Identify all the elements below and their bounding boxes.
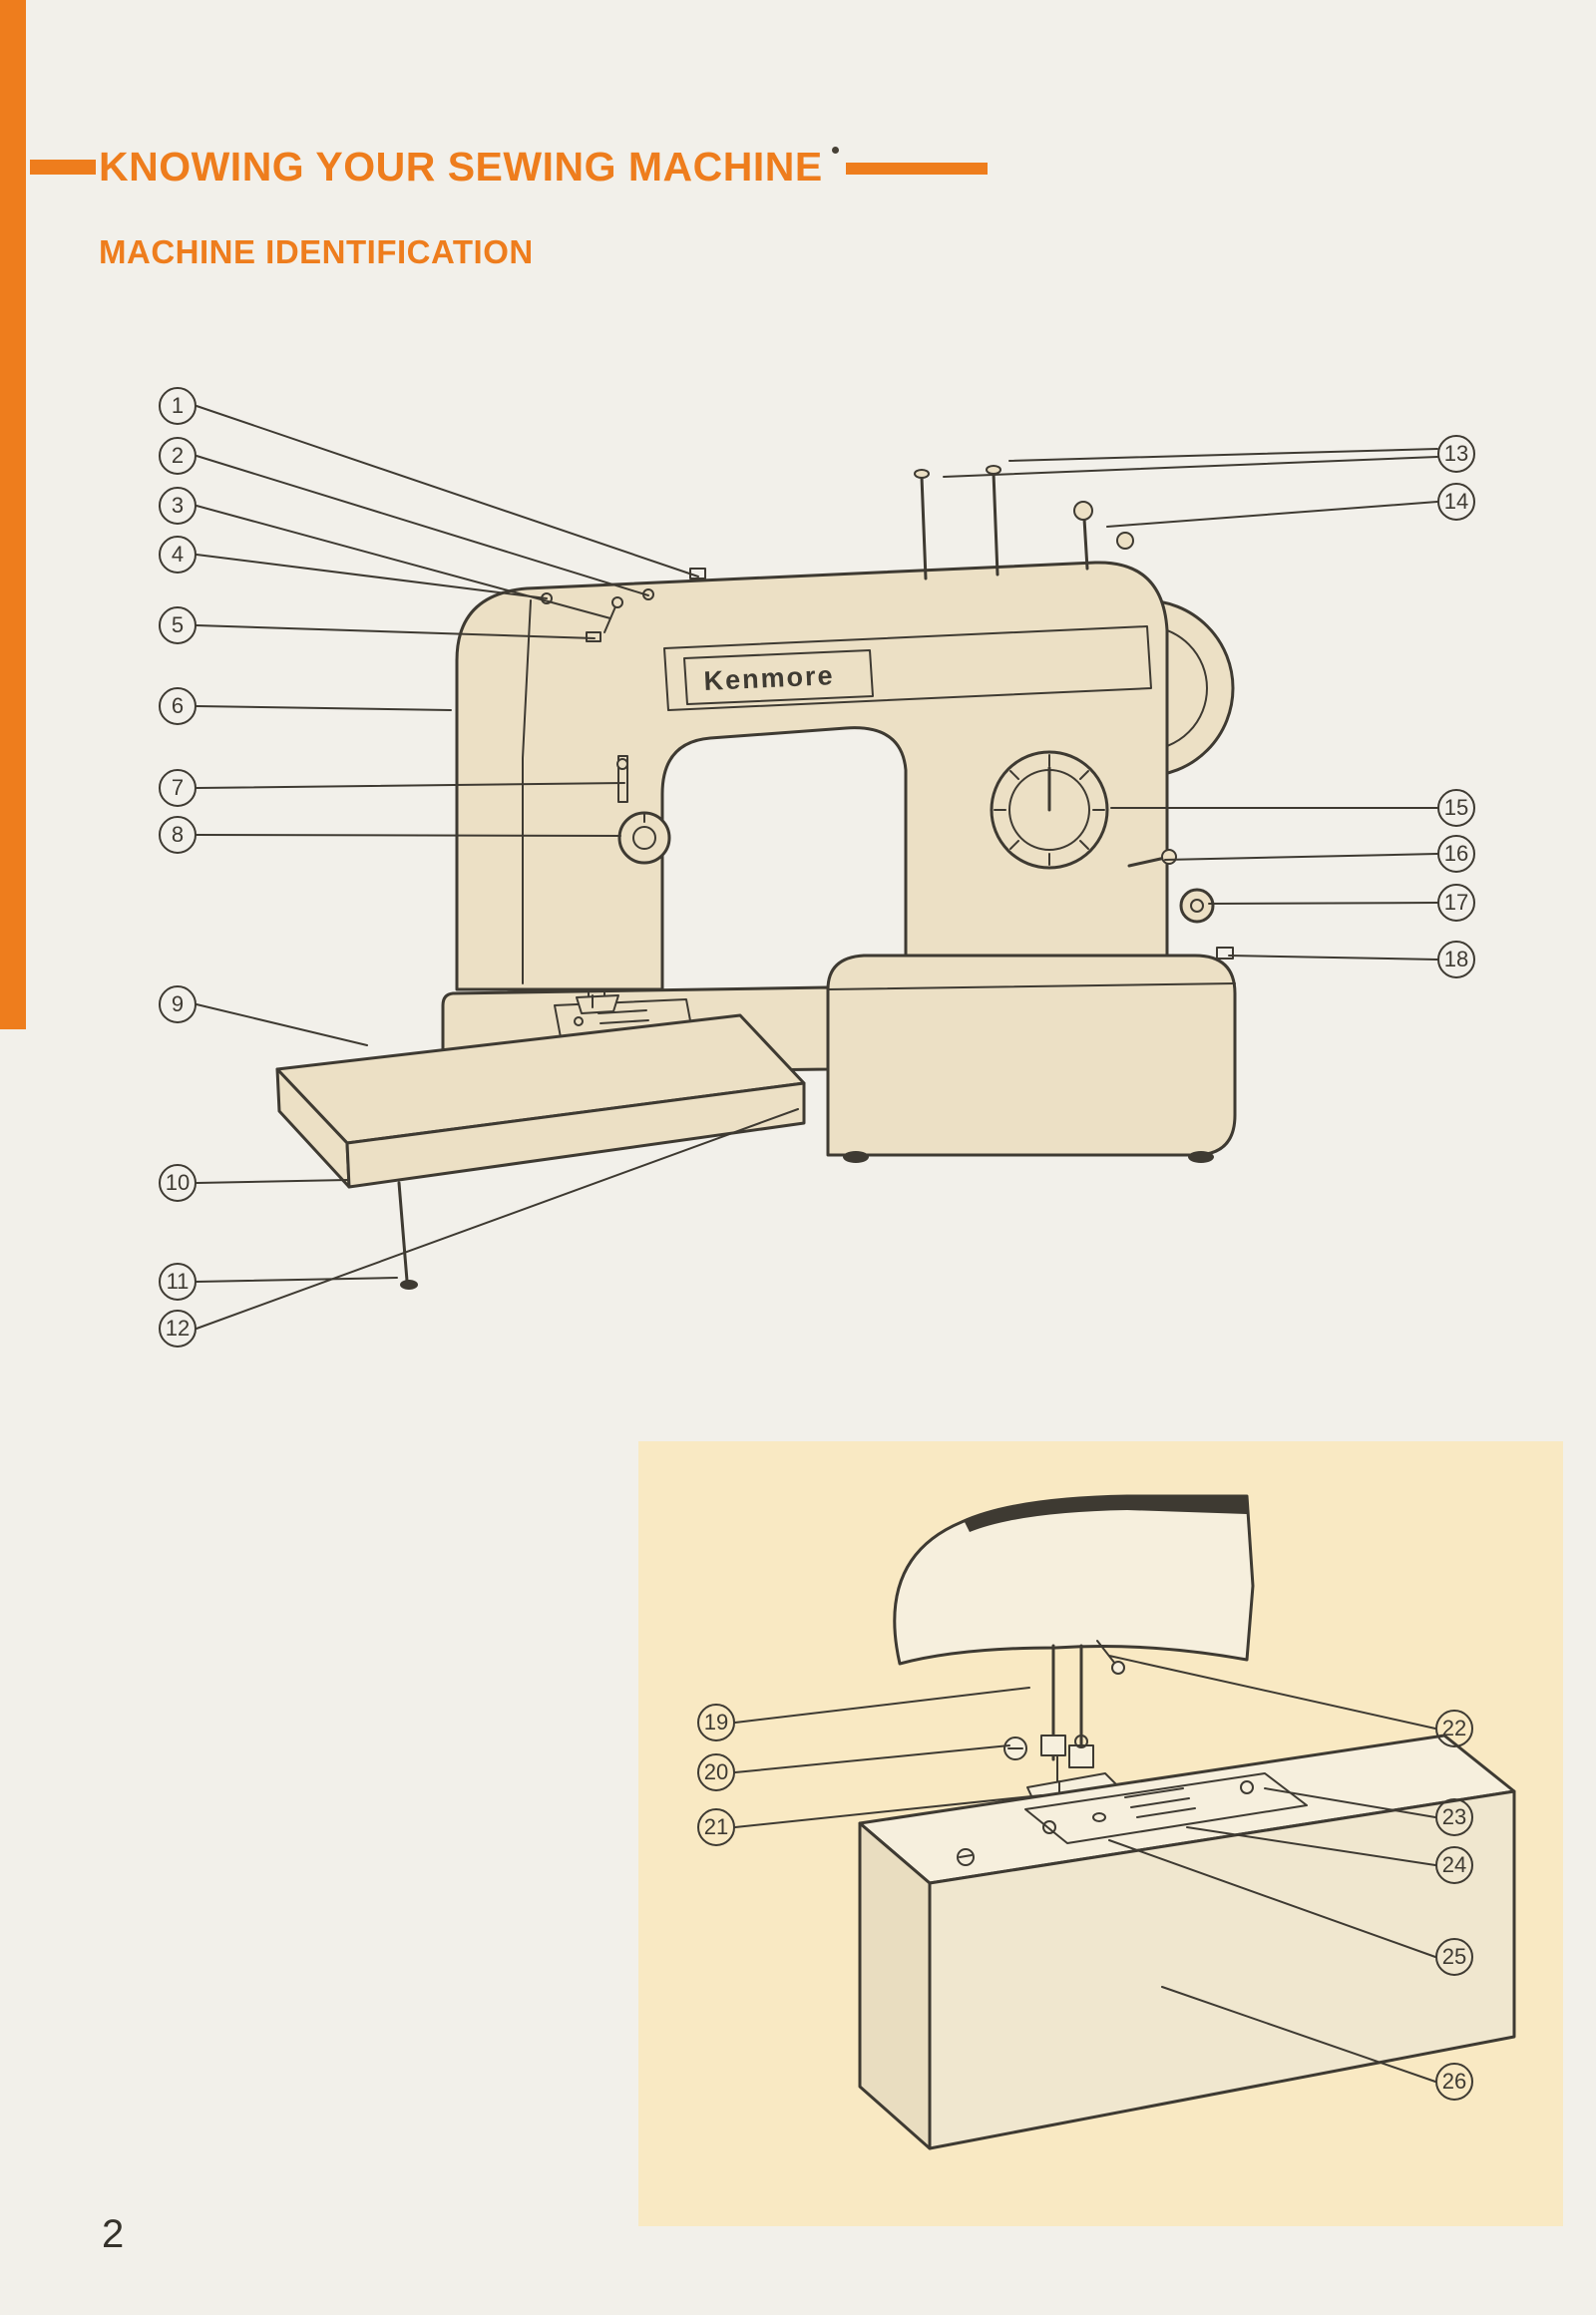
callout-21: 21 xyxy=(697,1808,735,1846)
base-edge xyxy=(827,982,1236,990)
callout-12: 12 xyxy=(159,1310,197,1348)
stitch-selector-dial xyxy=(990,750,1109,870)
thread-cutter xyxy=(1096,1640,1116,1665)
callout-13: 13 xyxy=(1437,435,1475,473)
callout-8: 8 xyxy=(159,816,197,854)
callout-3: 3 xyxy=(159,487,197,525)
bed-screw-slot xyxy=(959,1854,973,1858)
section-title: MACHINE IDENTIFICATION xyxy=(99,233,534,270)
base-socket xyxy=(1216,947,1234,960)
side-knob-center xyxy=(1190,899,1204,913)
machine-body xyxy=(455,561,1169,991)
callout-16: 16 xyxy=(1437,835,1475,873)
callout-4: 4 xyxy=(159,536,197,574)
callout-18: 18 xyxy=(1437,941,1475,978)
left-accent-strip xyxy=(0,0,26,1029)
callout-9: 9 xyxy=(159,985,197,1023)
callout-11: 11 xyxy=(159,1263,197,1301)
inset-head-shadow xyxy=(964,1496,1247,1532)
callout-25: 25 xyxy=(1435,1938,1473,1976)
callout-24: 24 xyxy=(1435,1846,1473,1884)
title-dot xyxy=(832,147,839,154)
callout-15: 15 xyxy=(1437,789,1475,827)
face-plate-seam xyxy=(522,599,532,984)
page-number: 2 xyxy=(102,2212,125,2256)
arm-panel xyxy=(663,625,1152,711)
callout-2: 2 xyxy=(159,437,197,475)
inset-bed-side xyxy=(858,1821,932,2150)
side-knob xyxy=(1179,888,1215,924)
drop-feed-lever xyxy=(1127,856,1167,868)
take-up-lever xyxy=(616,755,628,803)
callout-14: 14 xyxy=(1437,483,1475,521)
extension-table xyxy=(275,1013,806,1290)
bed-screw xyxy=(957,1848,975,1866)
spool-pins xyxy=(914,465,1001,580)
callout-5: 5 xyxy=(159,606,197,644)
table-foot xyxy=(400,1280,418,1290)
callout-10: 10 xyxy=(159,1164,197,1202)
inset-needle-plate xyxy=(1024,1772,1308,1844)
callout-6: 6 xyxy=(159,687,197,725)
title-bar-right xyxy=(846,163,988,175)
tension-dial xyxy=(617,811,671,865)
callout-23: 23 xyxy=(1435,1798,1473,1836)
machine-base xyxy=(826,954,1237,1157)
title-bar-left xyxy=(30,160,96,175)
table-leg xyxy=(397,1181,409,1283)
callout-26: 26 xyxy=(1435,2063,1473,2101)
bobbin-winder xyxy=(1073,501,1134,571)
callout-1: 1 xyxy=(159,387,197,425)
page-title: KNOWING YOUR SEWING MACHINE xyxy=(99,144,823,190)
thread-cutter-knob xyxy=(1111,1661,1125,1675)
needle-clamp xyxy=(1040,1735,1066,1756)
leader-lines xyxy=(196,405,1438,2083)
needle-bar-assembly xyxy=(576,988,619,1014)
callout-22: 22 xyxy=(1435,1710,1473,1747)
callout-19: 19 xyxy=(697,1704,735,1741)
callout-7: 7 xyxy=(159,769,197,807)
kenmore-badge xyxy=(683,649,874,705)
foot-holder-screw xyxy=(1074,1735,1088,1748)
foot-holder xyxy=(1068,1744,1094,1768)
callout-17: 17 xyxy=(1437,884,1475,922)
brand-label: Kenmore xyxy=(703,660,835,696)
machine-drawing: Kenmore xyxy=(275,465,1237,1290)
lever-knob xyxy=(1161,849,1177,865)
machine-foot xyxy=(1188,1151,1214,1163)
machine-foot xyxy=(843,1151,869,1163)
callout-20: 20 xyxy=(697,1753,735,1791)
